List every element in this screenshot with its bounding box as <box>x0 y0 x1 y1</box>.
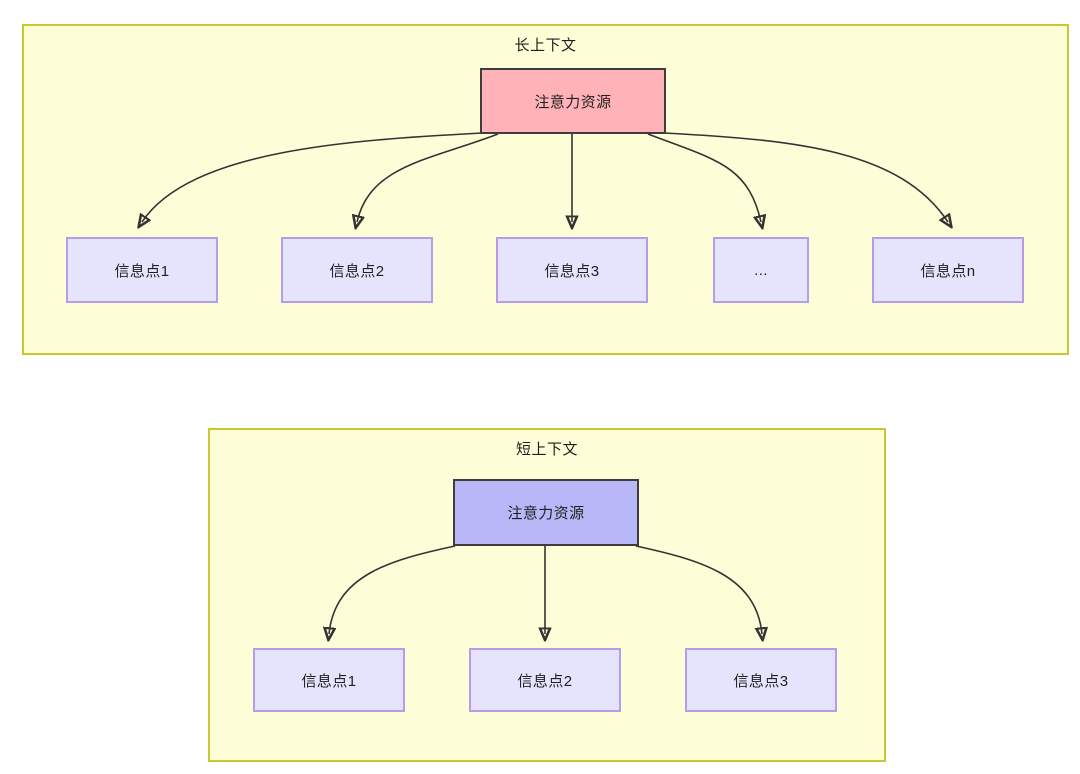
node-info-point-2-long[interactable]: 信息点2 <box>281 237 433 303</box>
node-label: ... <box>754 261 768 279</box>
node-info-point-3-long[interactable]: 信息点3 <box>496 237 648 303</box>
node-label: 信息点3 <box>544 262 600 280</box>
node-label: 信息点2 <box>517 672 573 690</box>
group-short-context-title: 短上下文 <box>515 441 578 458</box>
node-label: 注意力资源 <box>534 93 612 111</box>
node-info-point-ellipsis-long[interactable]: ... <box>713 237 809 303</box>
node-info-point-1-long[interactable]: 信息点1 <box>66 237 218 303</box>
node-info-point-n-long[interactable]: 信息点n <box>872 237 1024 303</box>
group-long-context-title: 长上下文 <box>514 37 577 54</box>
node-label: 信息点3 <box>733 672 789 690</box>
node-info-point-3-short[interactable]: 信息点3 <box>685 648 837 712</box>
node-label: 信息点n <box>920 262 976 280</box>
node-info-point-1-short[interactable]: 信息点1 <box>253 648 405 712</box>
node-attention-resource-short[interactable]: 注意力资源 <box>453 479 639 546</box>
node-attention-resource-long[interactable]: 注意力资源 <box>480 68 666 134</box>
node-info-point-2-short[interactable]: 信息点2 <box>469 648 621 712</box>
node-label: 信息点1 <box>114 262 170 280</box>
node-label: 信息点1 <box>301 672 357 690</box>
node-label: 注意力资源 <box>507 505 585 522</box>
node-label: 信息点2 <box>329 262 385 280</box>
